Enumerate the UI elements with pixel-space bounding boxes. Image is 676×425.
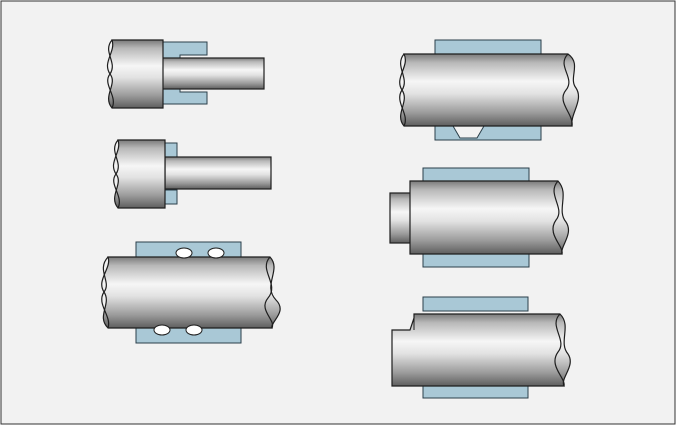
figure-shaft-with-grooved-bearing [101, 241, 281, 344]
bearing-shell-bottom [434, 125, 542, 141]
shaft-body [399, 53, 580, 127]
shaft-cut-line-left [101, 256, 110, 329]
figure-shaft-with-journal-end-bearing [389, 167, 570, 268]
shaft-body [391, 313, 571, 387]
shaft-cut-line [113, 139, 120, 209]
shaft-cut-line [107, 39, 114, 109]
shaft-cut-line-right [562, 53, 573, 127]
bearing-shell-bottom [422, 252, 530, 268]
lubrication-groove [185, 324, 203, 336]
shaft-cut-line-right [264, 256, 274, 329]
shaft-body [112, 139, 166, 209]
lubrication-groove [153, 324, 171, 336]
figure-stepped-shaft-with-thrust-ring [112, 139, 272, 209]
shaft-cut-line [552, 180, 563, 255]
thrust-ring-top [164, 142, 178, 158]
lubrication-groove [207, 247, 225, 259]
shaft-cut-line [554, 313, 565, 387]
figure-stepped-shaft-with-bush [106, 39, 265, 109]
shaft-body [106, 39, 164, 109]
bearing-shell-top [422, 296, 529, 312]
shaft-pin [159, 57, 265, 90]
shaft-cut-line-left [399, 53, 406, 127]
lubrication-groove [175, 247, 193, 259]
figure-shaft-with-oil-hole-bearing [399, 39, 580, 141]
shaft-body [409, 180, 570, 255]
shaft-pin [164, 156, 272, 190]
thrust-ring-bottom [164, 189, 178, 205]
shaft-body [101, 256, 281, 329]
journal-end [389, 192, 413, 244]
figure-shaft-with-shoulder-bearing [391, 296, 571, 399]
